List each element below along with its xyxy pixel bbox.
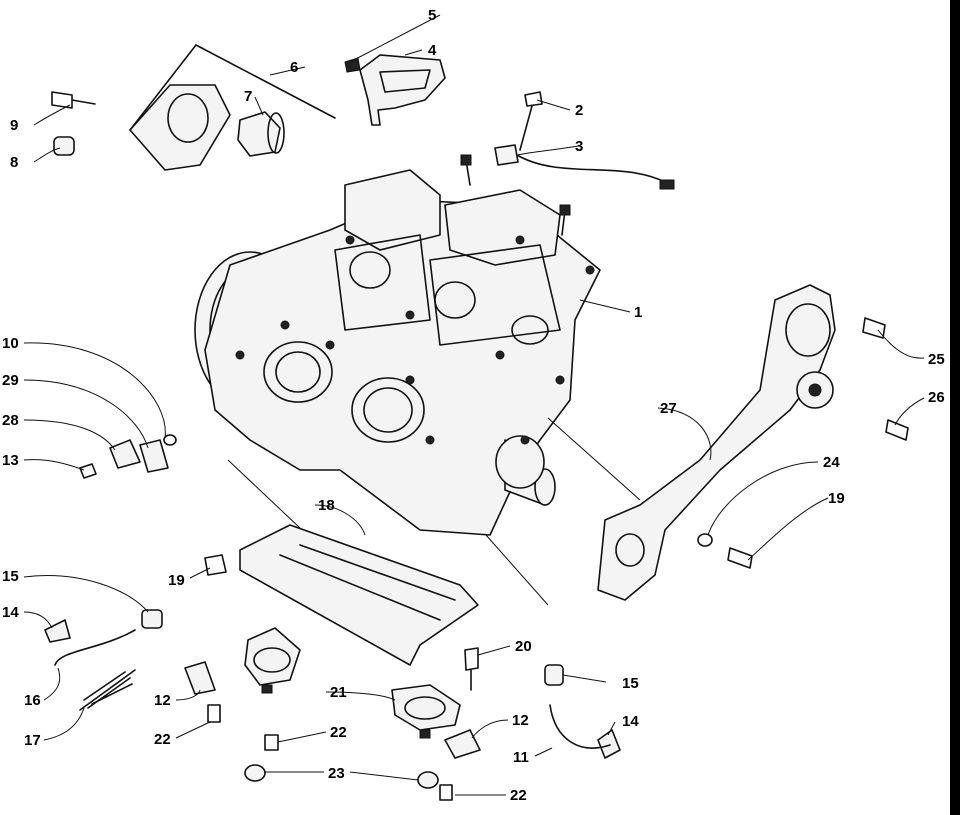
- callout-26: 26: [928, 389, 945, 406]
- callout-22-left: 22: [154, 731, 171, 748]
- callout-18: 18: [318, 497, 335, 514]
- callout-15-left: 15: [2, 568, 19, 585]
- callout-9: 9: [10, 117, 18, 134]
- callout-25: 25: [928, 351, 945, 368]
- callout-23: 23: [328, 765, 345, 782]
- callout-15-right: 15: [622, 675, 639, 692]
- callout-11: 11: [513, 749, 529, 766]
- callout-10: 10: [2, 335, 19, 352]
- callout-14-left: 14: [2, 604, 19, 621]
- callout-12-left: 12: [154, 692, 171, 709]
- hardware: [44, 434, 621, 801]
- callout-1: 1: [634, 304, 642, 321]
- callout-5: 5: [428, 7, 436, 24]
- callout-19-right: 19: [828, 490, 845, 507]
- callout-20: 20: [515, 638, 532, 655]
- callout-27: 27: [660, 400, 677, 417]
- callout-4: 4: [428, 42, 437, 59]
- callout-28: 28: [2, 412, 19, 429]
- callout-12-right: 12: [512, 712, 529, 729]
- callout-2: 2: [575, 102, 583, 119]
- callout-24: 24: [823, 454, 840, 471]
- bolt-and-sensor: [494, 91, 675, 190]
- callout-19-left: 19: [168, 572, 185, 589]
- engine-mount-plate: [597, 284, 909, 601]
- mount-bracket: [204, 524, 479, 666]
- callout-16: 16: [24, 692, 41, 709]
- engine-mounts: [244, 627, 461, 739]
- edge-bar: [950, 0, 960, 815]
- callout-22-mid: 22: [330, 724, 347, 741]
- callout-labels: 5 4 6 7 9 8 2 3 1 10 29 28 13 25 26 27 2…: [2, 7, 945, 804]
- callout-7: 7: [244, 88, 252, 105]
- callout-13: 13: [2, 452, 19, 469]
- lifting-handle: [344, 54, 446, 126]
- callout-21: 21: [330, 684, 347, 701]
- callout-3: 3: [575, 138, 583, 155]
- callout-14-right: 14: [622, 713, 639, 730]
- callout-22-right: 22: [510, 787, 527, 804]
- cover-plate-assembly: [51, 44, 336, 171]
- callout-8: 8: [10, 154, 18, 171]
- callout-17: 17: [24, 732, 41, 749]
- callout-6: 6: [290, 59, 298, 76]
- engine-block: [194, 154, 601, 536]
- leader-lines: [23, 14, 925, 796]
- callout-29: 29: [2, 372, 19, 389]
